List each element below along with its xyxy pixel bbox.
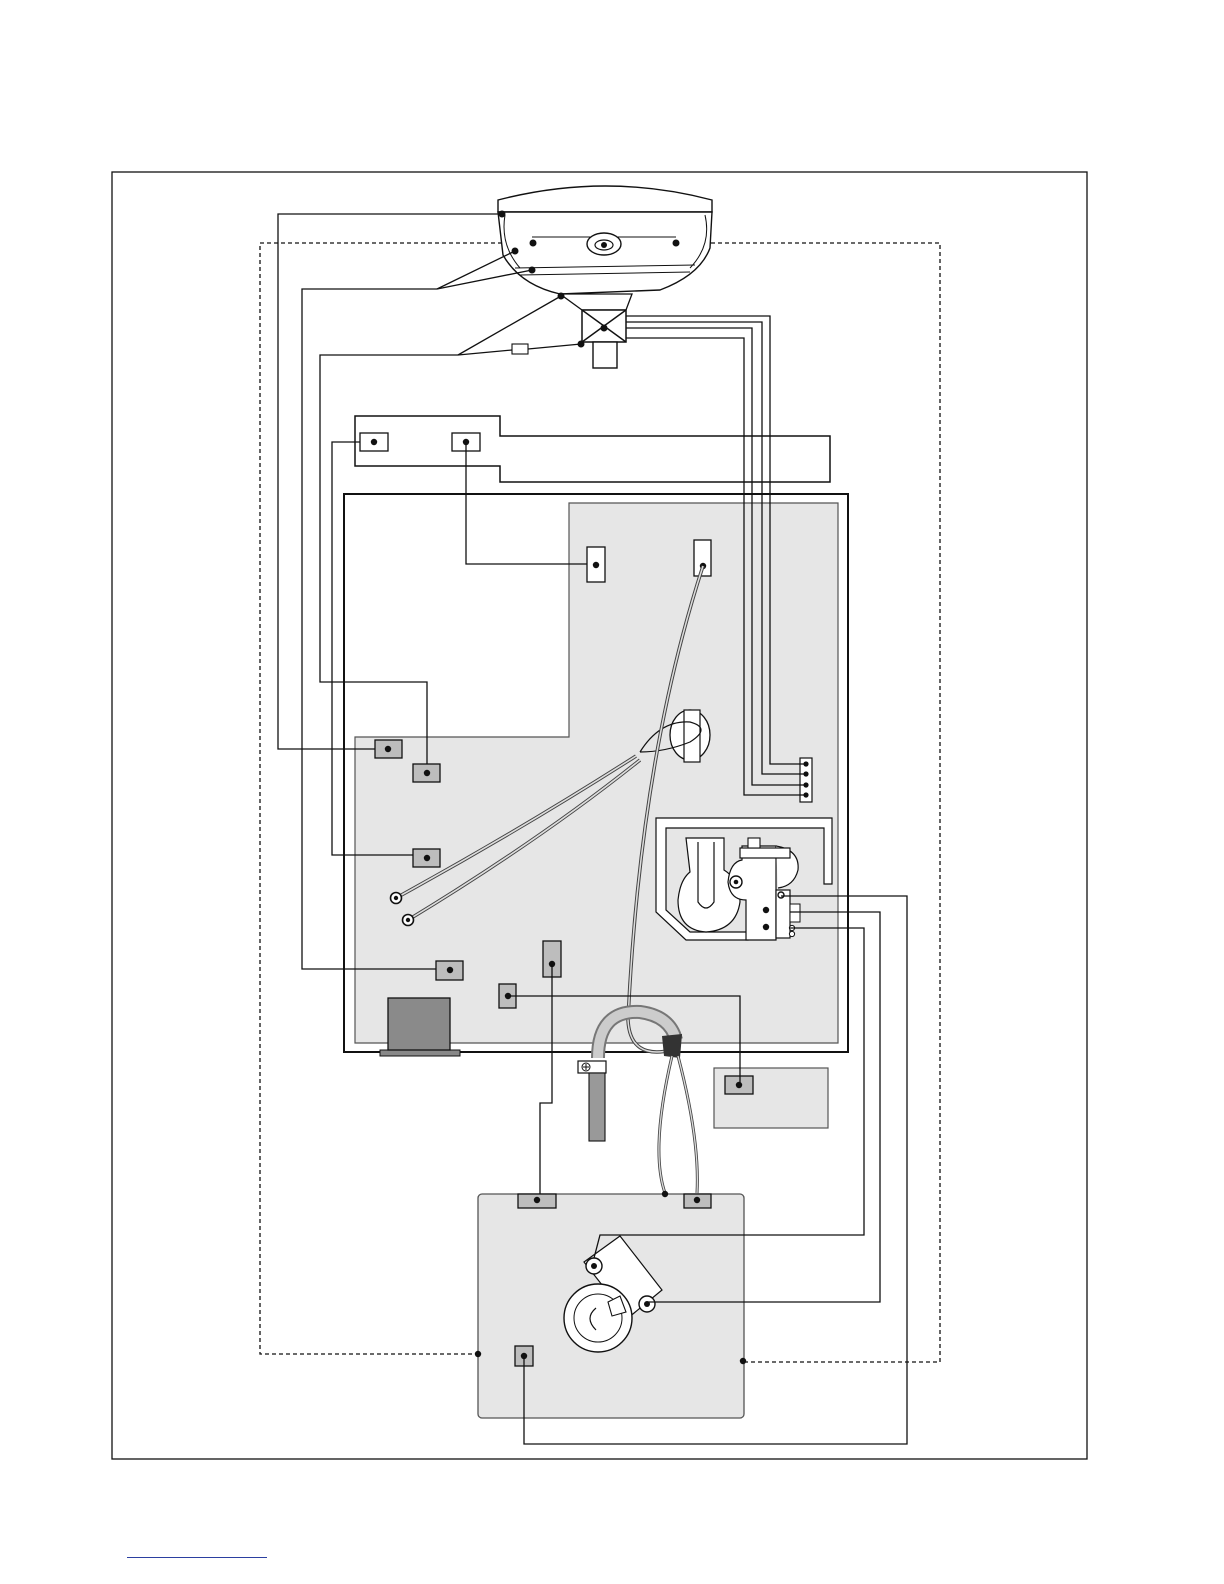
footer-link-underline [127, 1557, 267, 1558]
junction-box-icon [512, 310, 626, 368]
transformer-icon [388, 998, 450, 1050]
aux-box-icon [714, 1068, 828, 1128]
connector-strip-icon [355, 416, 830, 482]
lamp-dome-icon [498, 186, 712, 310]
